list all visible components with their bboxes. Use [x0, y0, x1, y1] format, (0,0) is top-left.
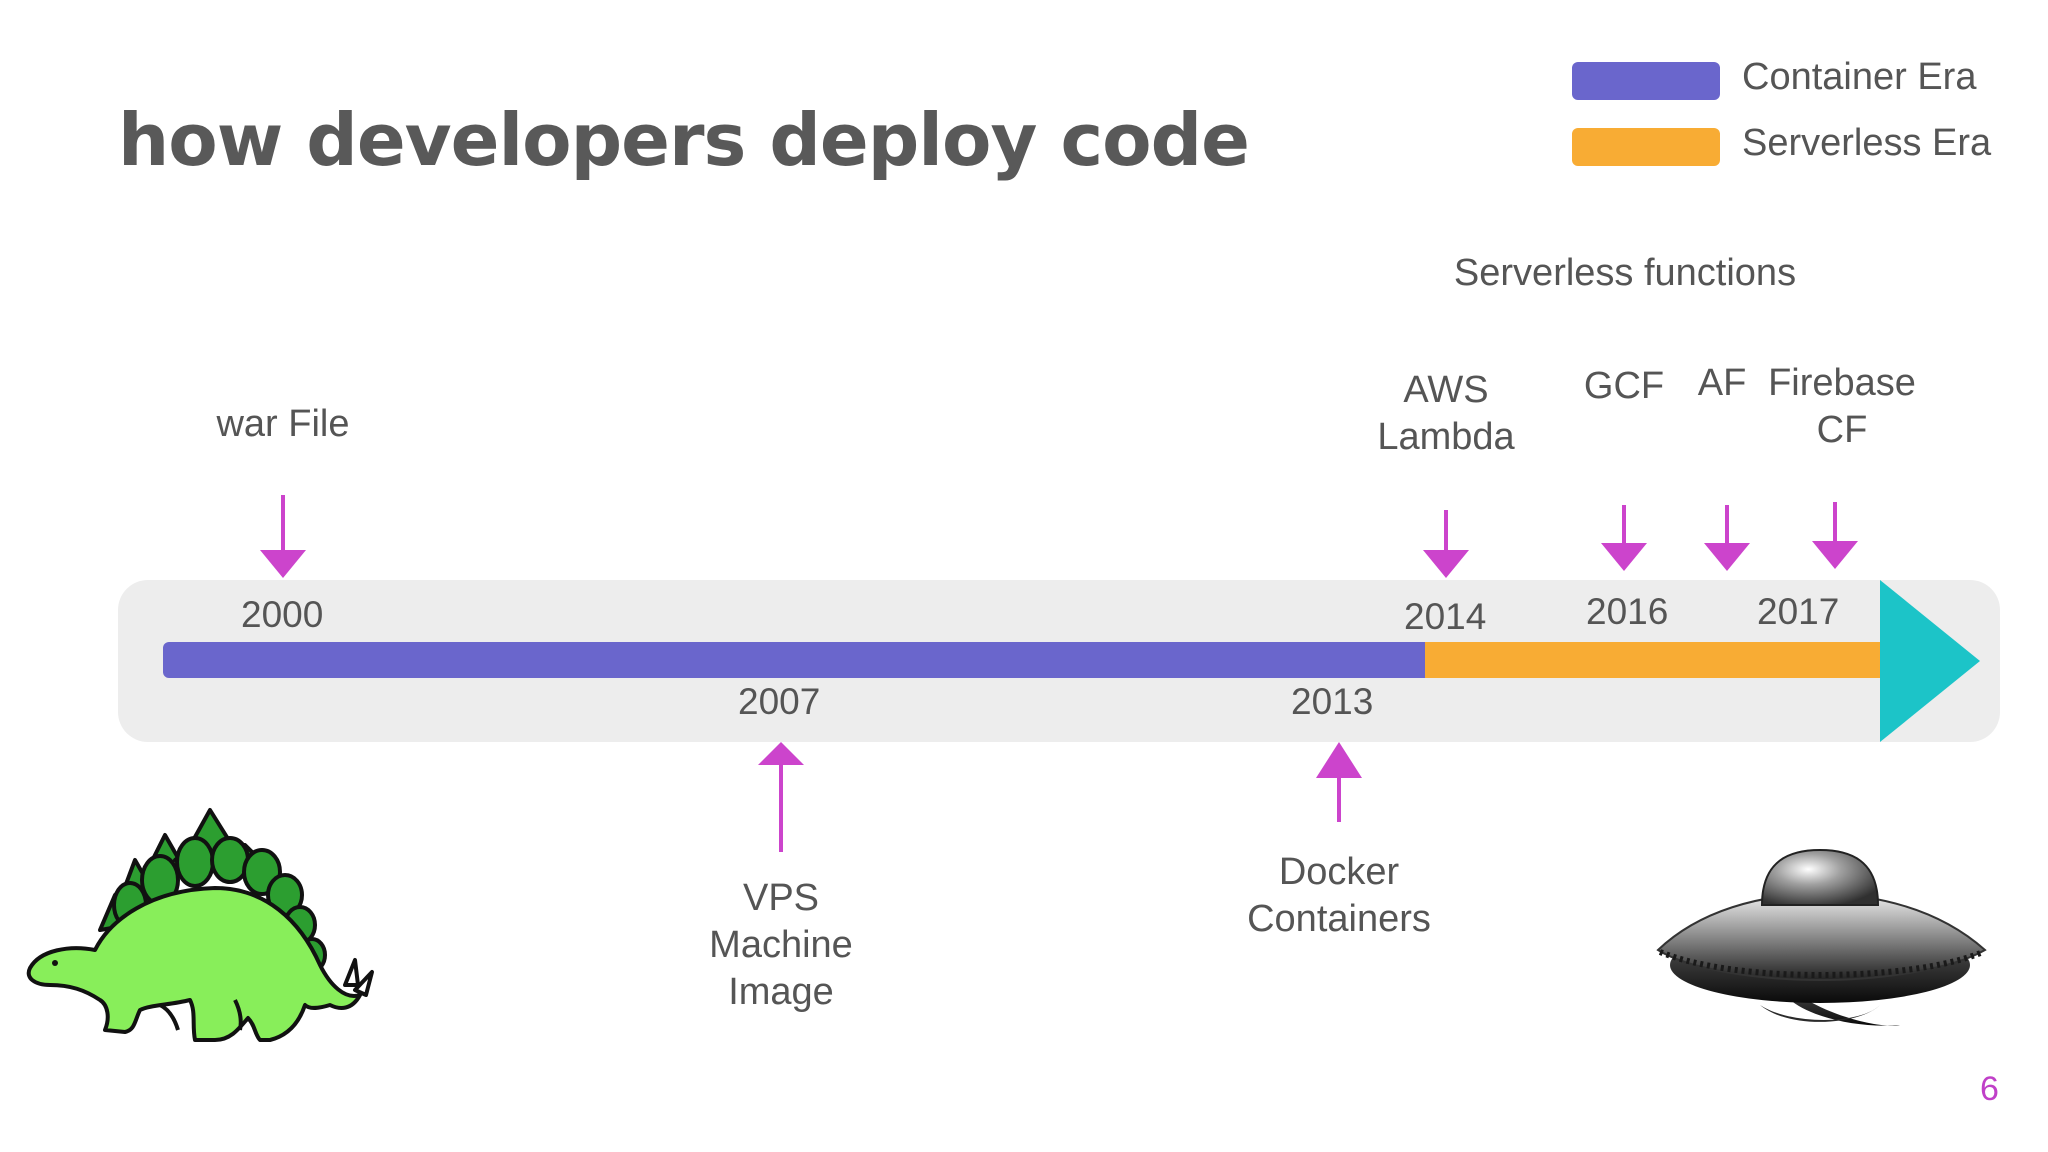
event-arrow-aws-lambda [1423, 510, 1469, 578]
event-arrow-docker [1316, 742, 1362, 822]
event-arrow-gcf [1601, 505, 1647, 571]
page-title: how developers deploy code [118, 98, 1250, 182]
event-arrow-af [1704, 505, 1750, 571]
event-arrow-firebase-cf [1812, 502, 1858, 569]
container-era-bar [163, 642, 1425, 678]
event-label-aws-lambda: AWS Lambda [1377, 369, 1515, 458]
event-label-gcf: GCF [1583, 365, 1665, 407]
timeline-arrowhead [1880, 580, 1980, 742]
serverless-era-bar [1425, 642, 1885, 678]
serverless-group-label: Serverless functions [1453, 252, 1797, 294]
legend-label-container: Container Era [1742, 56, 1977, 98]
legend-label-serverless: Serverless Era [1742, 122, 1992, 164]
year-2000: 2000 [241, 594, 324, 635]
event-label-war-file: war File [216, 403, 350, 445]
event-label-vps: VPS Machine Image [709, 877, 853, 1013]
event-label-af: AF [1697, 362, 1747, 404]
event-arrow-war-file [260, 495, 306, 578]
event-label-docker: Docker Containers [1247, 851, 1431, 940]
page-number: 6 [1980, 1070, 1999, 1108]
year-2017: 2017 [1757, 591, 1840, 632]
year-2014: 2014 [1404, 596, 1487, 637]
year-2013: 2013 [1291, 681, 1374, 722]
year-2016: 2016 [1586, 591, 1669, 632]
event-label-firebase-cf: Firebase CF [1768, 362, 1916, 451]
year-2007: 2007 [738, 681, 821, 722]
legend-swatch-serverless [1572, 128, 1720, 166]
event-arrow-vps [758, 742, 804, 852]
legend-swatch-container [1572, 62, 1720, 100]
